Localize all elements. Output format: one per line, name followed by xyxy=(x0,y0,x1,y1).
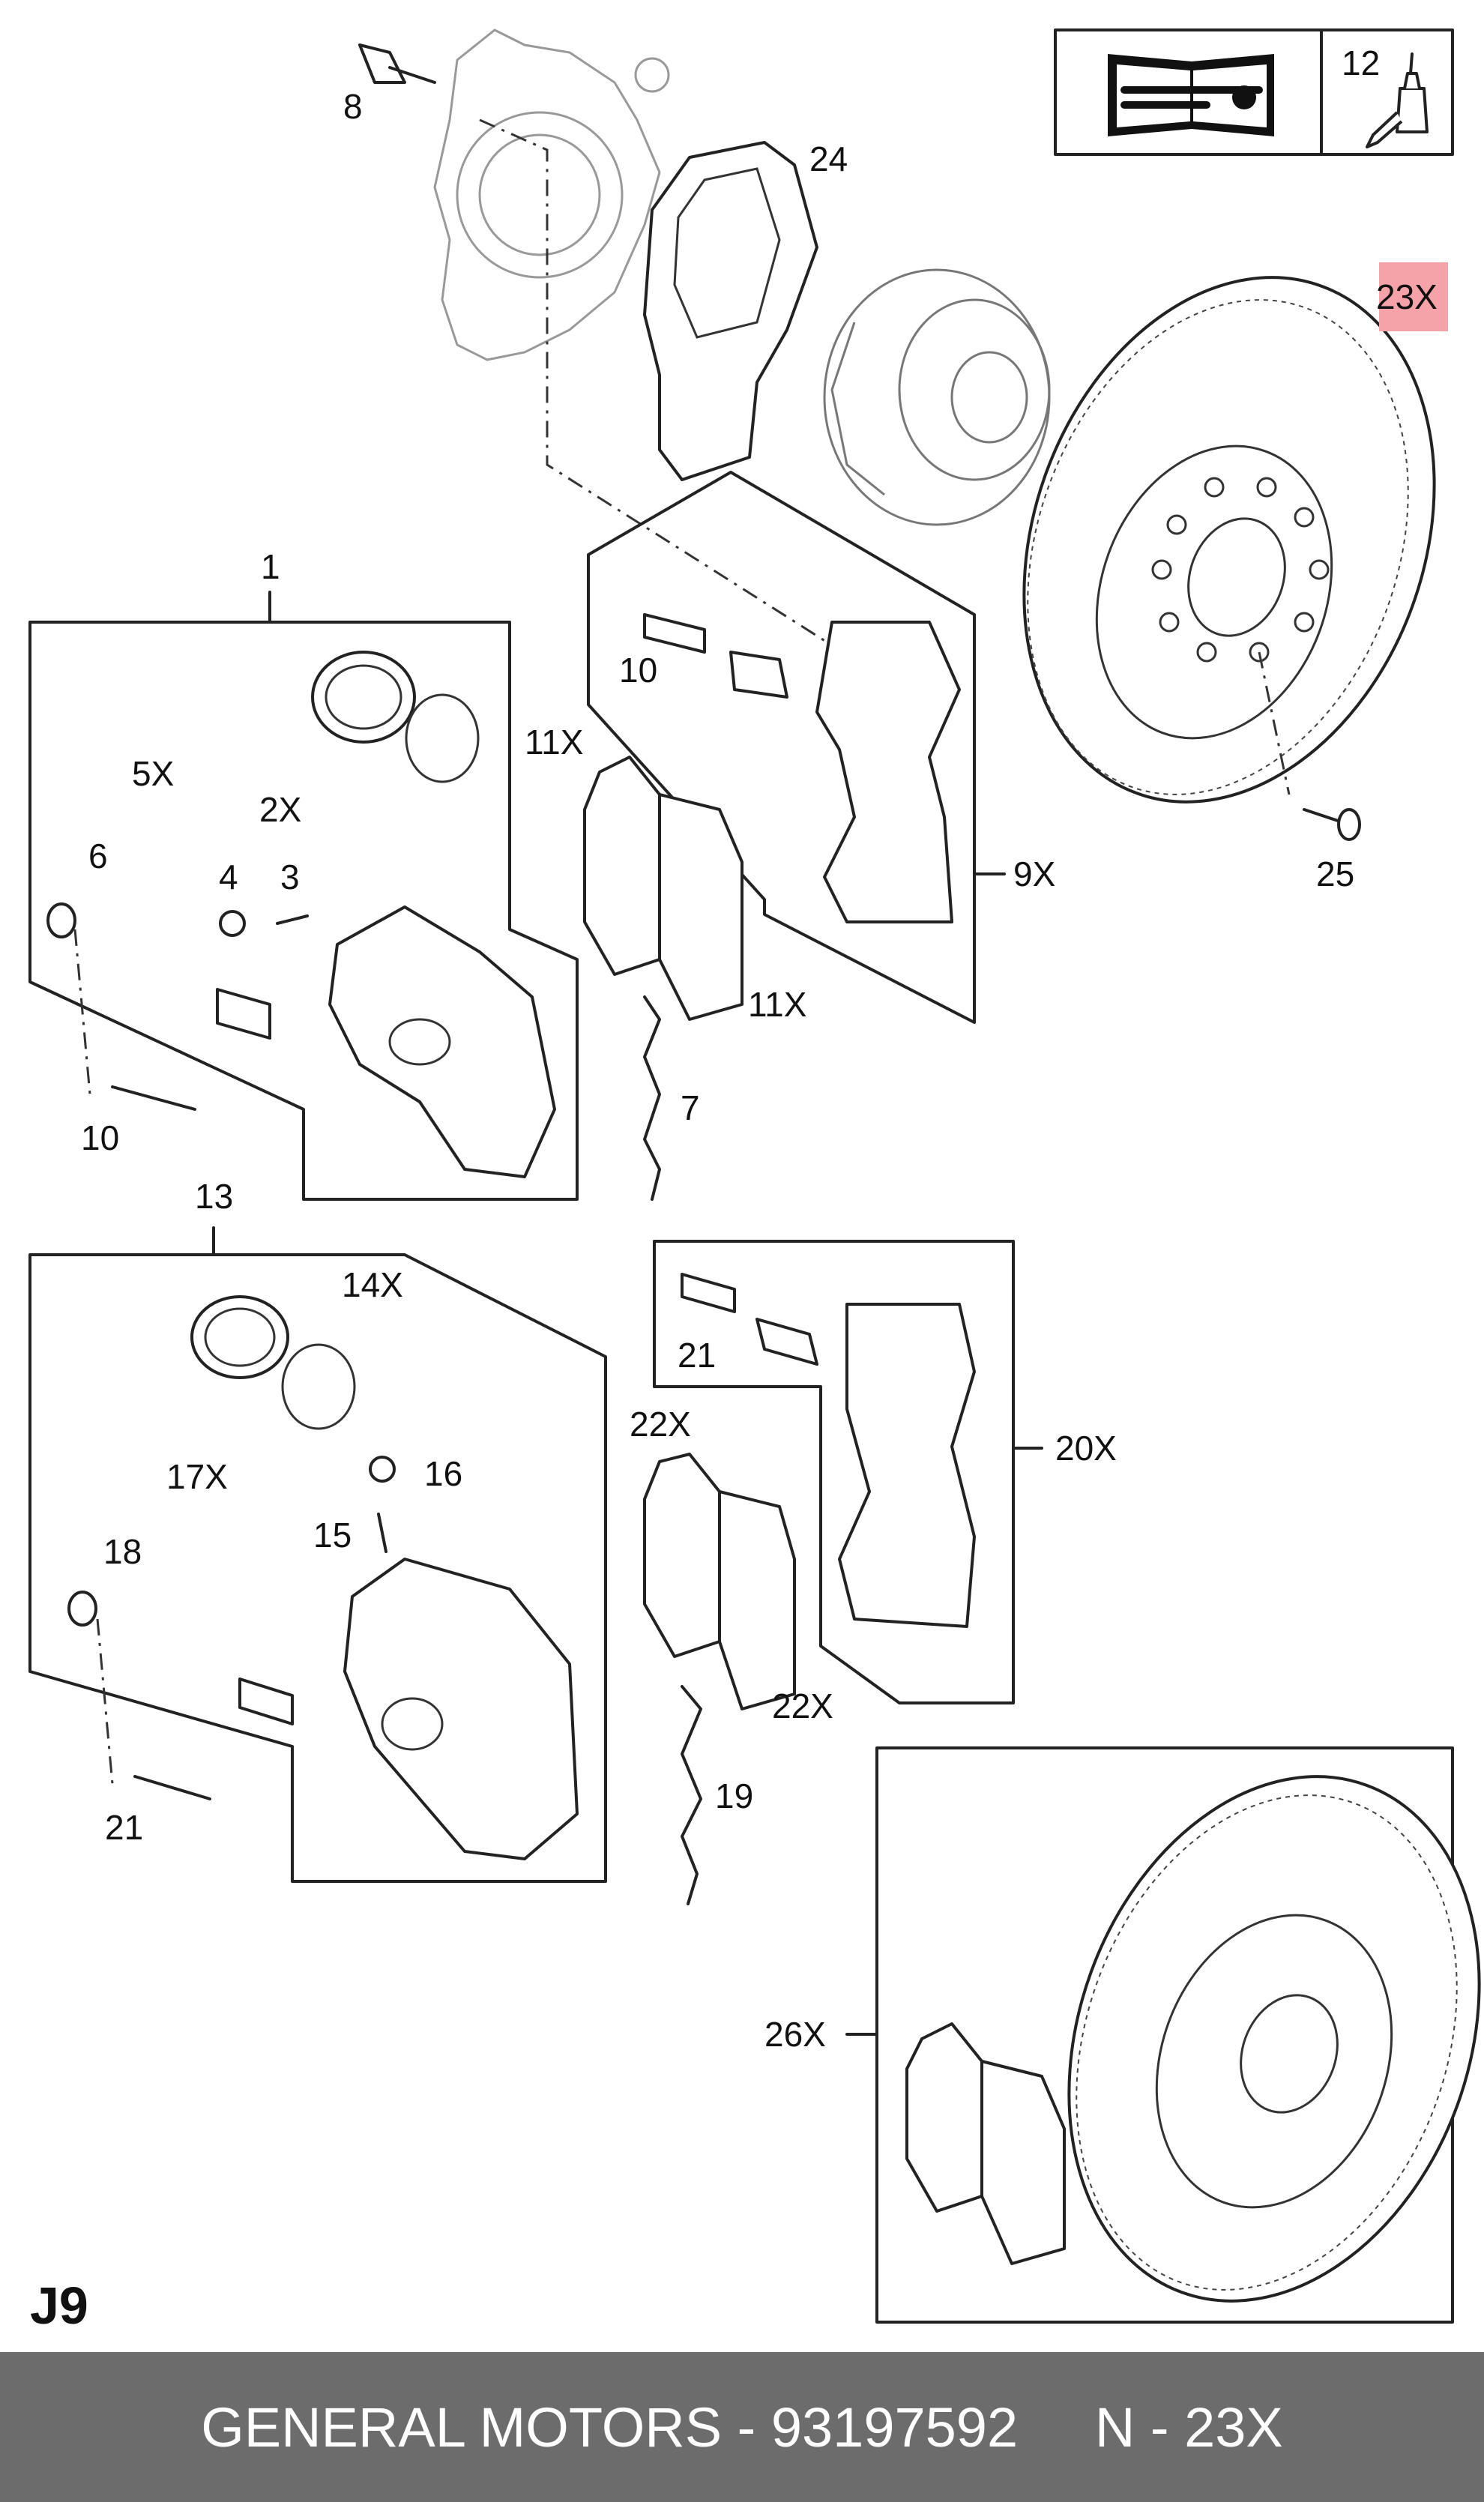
brake-pads-22x: 22X 22X xyxy=(630,1405,833,1725)
callout-4: 4 xyxy=(219,857,238,896)
callout-15: 15 xyxy=(313,1516,352,1555)
callout-22x-upper: 22X xyxy=(630,1405,691,1444)
caliper-carrier-group-9x: 10 9X xyxy=(587,471,1055,1024)
highlight-23x xyxy=(1379,262,1448,331)
callout-19: 19 xyxy=(715,1776,753,1815)
footer-brand: GENERAL MOTORS xyxy=(201,2396,723,2459)
footer-part-number: 93197592 xyxy=(770,2396,1019,2459)
callout-7: 7 xyxy=(681,1088,700,1127)
steering-knuckle: 8 xyxy=(343,28,855,661)
caliper-carrier-group-20x: 21 20X xyxy=(653,1240,1117,1704)
callout-9x: 9X xyxy=(1013,854,1055,893)
anti-rattle-spring-7: 7 xyxy=(643,995,700,1201)
callout-23x: 23X xyxy=(1376,277,1438,316)
callout-24: 24 xyxy=(809,139,848,178)
brake-kit-26x: 26X xyxy=(764,1746,1481,2324)
callout-6: 6 xyxy=(88,836,108,875)
wheel-hub xyxy=(823,268,1051,526)
symbol-box: 12 xyxy=(1054,28,1454,156)
brake-disc-23x: 23X xyxy=(1022,262,1448,804)
callout-17x: 17X xyxy=(166,1457,228,1496)
callout-14x: 14X xyxy=(342,1265,403,1304)
brake-pads-11x: 11X 11X xyxy=(525,723,806,1024)
callout-22x-lower: 22X xyxy=(772,1686,833,1725)
callout-10-upper: 10 xyxy=(619,651,657,690)
callout-12: 12 xyxy=(1342,43,1380,82)
callout-16: 16 xyxy=(424,1454,462,1493)
brake-parts-diagram: 12 8 24 xyxy=(28,28,1481,2335)
caliper-group-1: 1 2X 5X 6 4 3 10 xyxy=(28,547,579,1201)
workshop-manual-icon xyxy=(1108,54,1274,136)
callout-25: 25 xyxy=(1316,854,1354,893)
callout-2x: 2X xyxy=(259,790,301,829)
callout-13: 13 xyxy=(195,1177,233,1216)
dust-shield: 24 xyxy=(643,139,848,481)
callout-8: 8 xyxy=(343,87,363,126)
callout-26x: 26X xyxy=(764,2015,826,2054)
callout-21-upper: 21 xyxy=(678,1336,716,1375)
footer-position-label: N - 23X xyxy=(1094,2396,1283,2459)
callout-11x-upper: 11X xyxy=(525,723,583,762)
anti-rattle-spring-19: 19 xyxy=(681,1685,753,1905)
footer-gap xyxy=(1018,2396,1095,2459)
footer-separator: - xyxy=(722,2396,771,2459)
callout-11x-lower: 11X xyxy=(748,985,806,1024)
callout-5x: 5X xyxy=(132,754,174,793)
footer-bar: GENERAL MOTORS - 93197592 N - 23X xyxy=(0,2352,1484,2502)
callout-1: 1 xyxy=(261,547,280,586)
callout-21-lower: 21 xyxy=(105,1808,143,1847)
sealant-bottle-icon xyxy=(1366,52,1429,148)
callout-18: 18 xyxy=(103,1532,142,1571)
page-code: J9 xyxy=(30,2276,88,2335)
callout-20x: 20X xyxy=(1055,1429,1117,1468)
callout-3: 3 xyxy=(280,857,300,896)
callout-10-lower: 10 xyxy=(81,1118,119,1157)
caliper-group-13: 13 14X 17X 18 16 15 21 xyxy=(28,1177,607,1883)
disc-screw: 25 xyxy=(1258,651,1361,893)
